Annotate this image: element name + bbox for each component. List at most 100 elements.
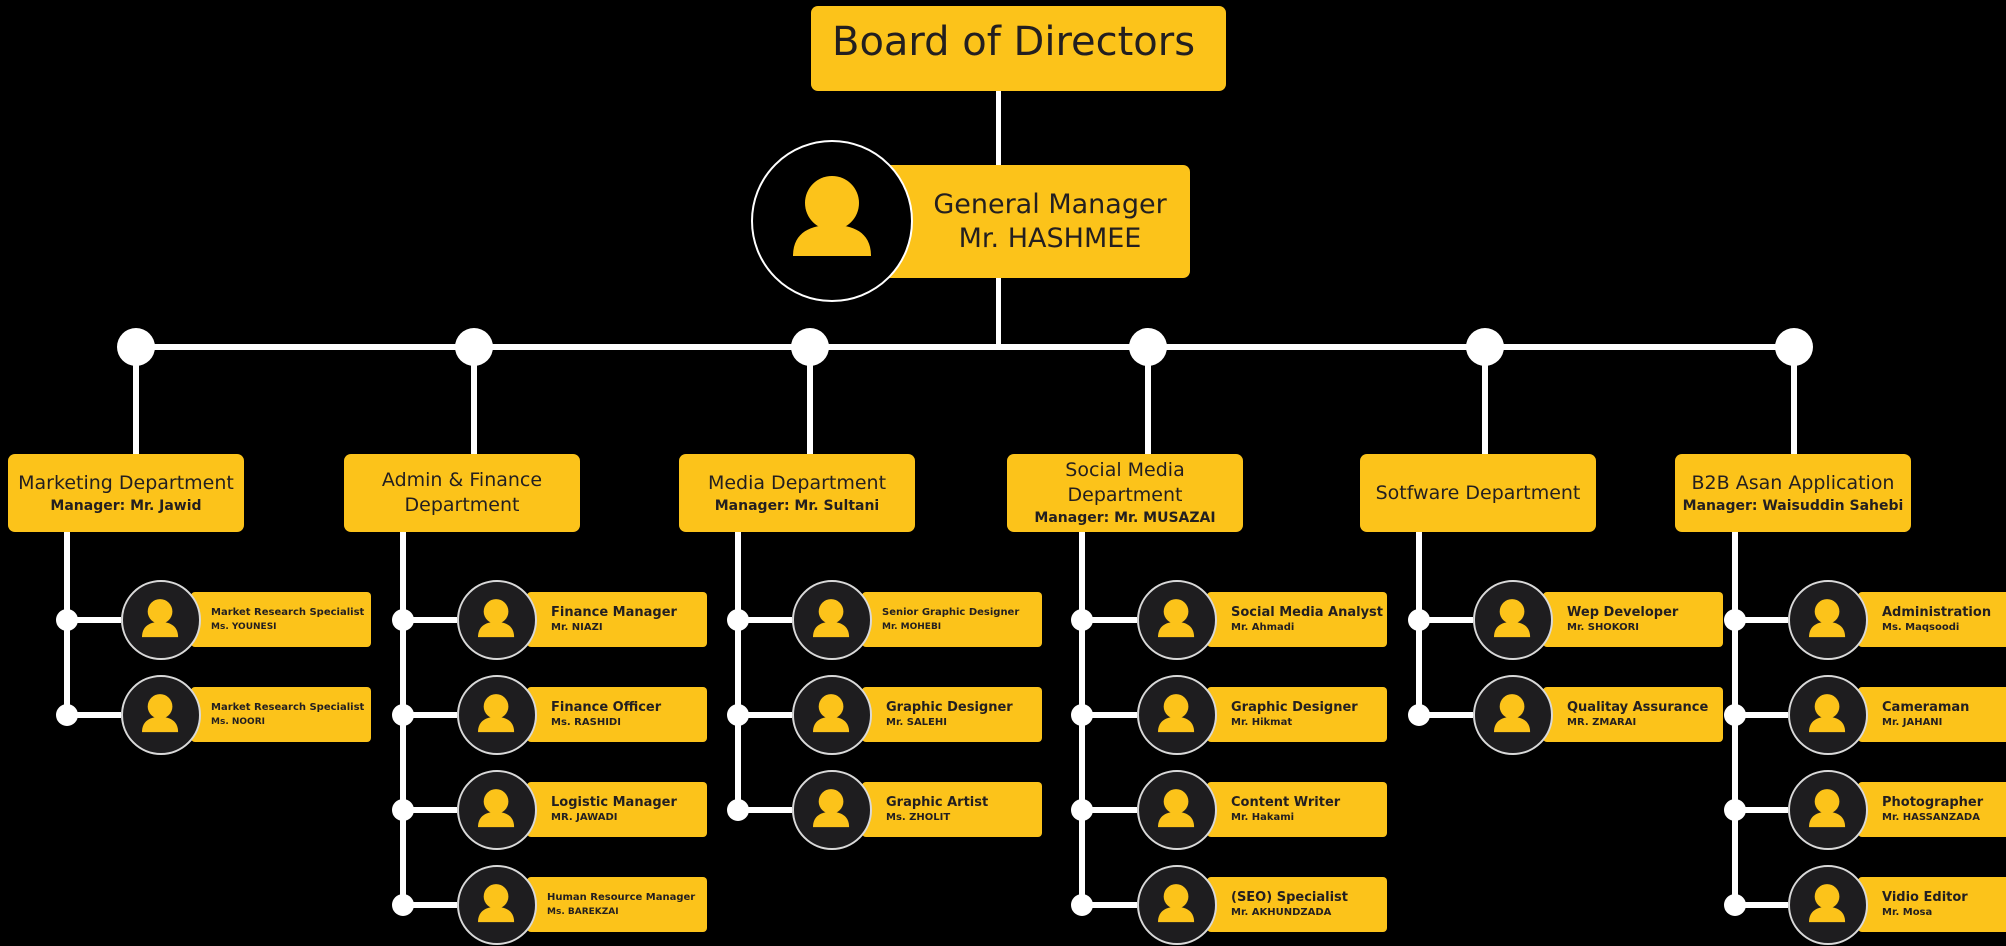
member-name: Mr. SALEHI (886, 717, 947, 728)
member-node (1724, 894, 1746, 916)
person-icon (813, 694, 850, 733)
member-role: Administration (1882, 605, 1992, 620)
member-avatar (792, 770, 872, 850)
member-avatar (1137, 770, 1217, 850)
member-avatar (457, 865, 537, 945)
member-role: Photographer (1882, 795, 1984, 810)
person-icon (793, 176, 871, 256)
person-icon (1158, 599, 1195, 638)
member-role: Vidio Editor (1882, 890, 1968, 905)
person-icon (1809, 884, 1846, 923)
member-name: Ms. Maqsoodi (1882, 622, 1960, 633)
member-connector (67, 617, 121, 623)
member-node (1724, 609, 1746, 631)
person-icon (478, 884, 515, 923)
member-name: MR. ZMARAI (1567, 717, 1637, 728)
member-node (392, 704, 414, 726)
department-name: Admin & Finance Department (381, 469, 543, 516)
member-node (727, 609, 749, 631)
member-role: Content Writer (1231, 795, 1341, 810)
member-name: Mr. Hakami (1231, 812, 1295, 823)
member-connector (1735, 712, 1788, 718)
member-avatar (121, 580, 201, 660)
member-connector (738, 712, 792, 718)
member-node (727, 704, 749, 726)
member-node (1071, 609, 1093, 631)
person-icon (142, 599, 179, 638)
member-role: Market Research Specialist (211, 702, 365, 713)
member-name: MR. JAWADI (551, 812, 618, 823)
person-icon (813, 599, 850, 638)
member-node (1408, 609, 1430, 631)
person-icon (142, 694, 179, 733)
member-role: Human Resource Manager (547, 892, 696, 903)
member-connector (1735, 902, 1788, 908)
member-role: Logistic Manager (551, 795, 677, 810)
department-name: Media Department (707, 471, 887, 494)
person-icon (1494, 599, 1531, 638)
member-avatar (457, 770, 537, 850)
member-node (1408, 704, 1430, 726)
member-role: Cameraman (1882, 700, 1970, 715)
member-node (1071, 704, 1093, 726)
member-name: Mr. NIAZI (551, 622, 603, 633)
member-connector (67, 712, 121, 718)
connector-bus-dept (1482, 347, 1488, 454)
member-connector (1735, 617, 1788, 623)
member-node (56, 704, 78, 726)
person-icon (1158, 884, 1195, 923)
member-connector (1082, 712, 1137, 718)
person-icon (1809, 694, 1846, 733)
member-role: Graphic Designer (886, 700, 1013, 715)
gm-name: Mr. HASHMEE (958, 222, 1142, 254)
member-node (1071, 799, 1093, 821)
member-role: Wep Developer (1567, 605, 1679, 620)
member-role: Market Research Specialist (211, 607, 365, 618)
member-connector (1419, 617, 1473, 623)
department-box: Sotfware Department (1360, 454, 1596, 532)
member-avatar (792, 580, 872, 660)
member-connector (1082, 902, 1137, 908)
member-role: Graphic Artist (886, 795, 989, 810)
member-role: Social Media Analyst (1231, 605, 1383, 620)
department-manager: Manager: Mr. Jawid (50, 497, 202, 514)
member-avatar (1473, 580, 1553, 660)
person-icon (478, 599, 515, 638)
member-name: Mr. JAHANI (1882, 717, 1943, 728)
member-connector (1082, 617, 1137, 623)
member-connector (403, 617, 457, 623)
member-name: Ms. ZHOLIT (886, 812, 951, 823)
member-avatar (457, 675, 537, 755)
member-node (56, 609, 78, 631)
board-of-directors-box: Board of Directors (811, 6, 1226, 91)
person-icon (478, 694, 515, 733)
member-node (727, 799, 749, 821)
department-name: Marketing Department (18, 471, 234, 494)
member-node (1724, 704, 1746, 726)
member-name: Mr. MOHEBI (882, 622, 942, 632)
department-manager: Manager: Mr. Sultani (714, 497, 880, 514)
department-stem (735, 532, 741, 810)
member-avatar (1137, 580, 1217, 660)
member-avatar (792, 675, 872, 755)
member-avatar (1137, 865, 1217, 945)
member-name: Ms. BAREKZAI (547, 907, 619, 917)
person-icon (478, 789, 515, 828)
member-name: Mr. Ahmadi (1231, 622, 1295, 633)
member-connector (403, 902, 457, 908)
department-manager: Manager: Waisuddin Sahebi (1682, 497, 1904, 514)
connector-bus-dept (1145, 347, 1151, 454)
member-connector (738, 807, 792, 813)
member-role: Finance Officer (551, 700, 662, 715)
person-icon (1809, 599, 1846, 638)
